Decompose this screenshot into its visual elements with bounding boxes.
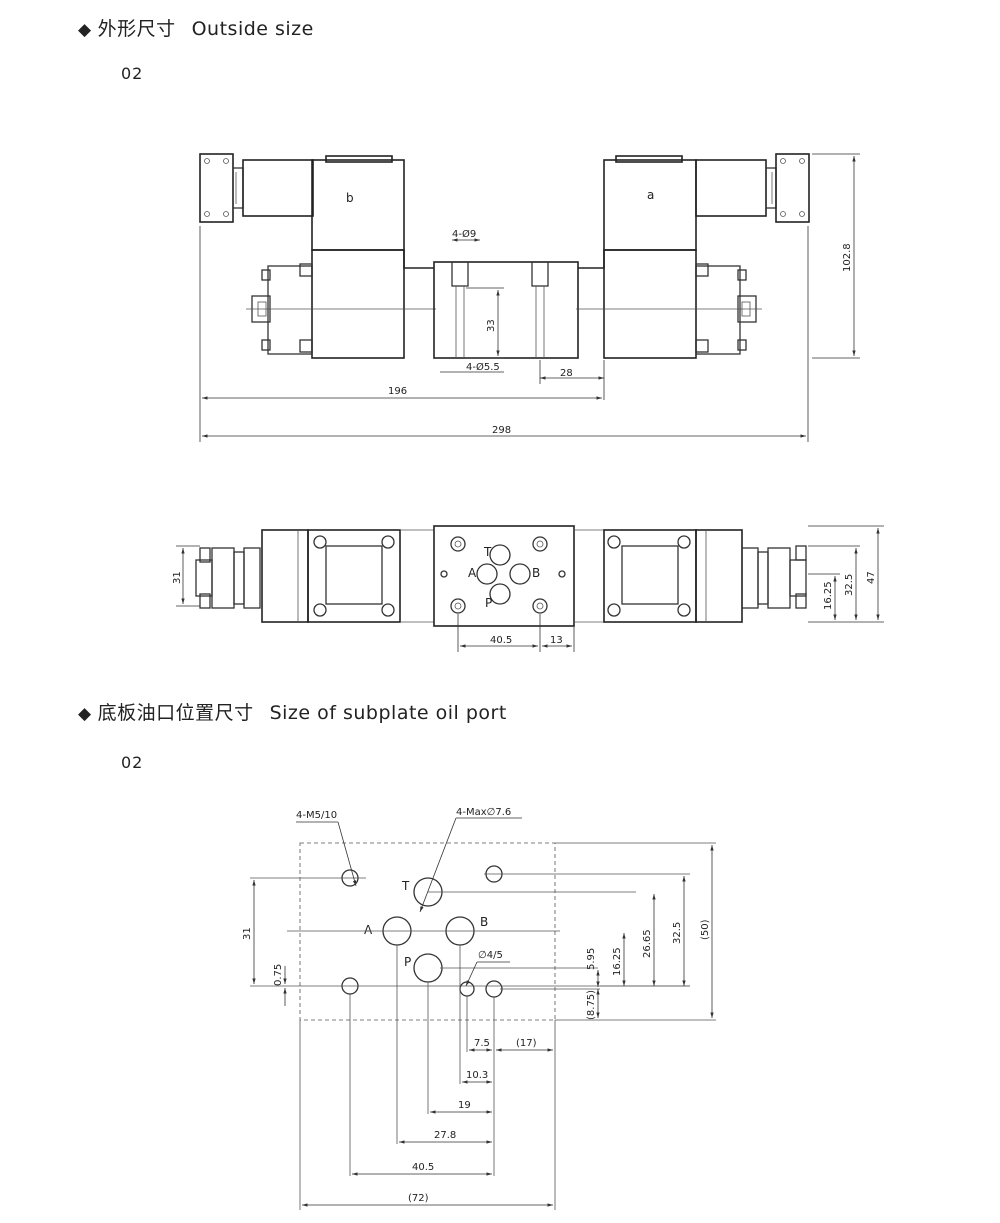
dim-13: 13: [550, 635, 563, 646]
connector-plug-left: [199, 153, 234, 223]
subplate-view: T A B P 4-M5/10 4-Max∅7.6 ∅4/5 31 0.75 5…: [242, 807, 716, 1210]
dim-72: (72): [408, 1193, 429, 1204]
dim-27-8: 27.8: [434, 1130, 456, 1141]
port-label-t: T: [483, 545, 492, 559]
label-port-dia: 4-Max∅7.6: [456, 807, 511, 818]
screw-hole: [485, 980, 503, 998]
dim-17: (17): [516, 1038, 537, 1049]
dim-8-75: (8.75): [586, 990, 597, 1020]
port-p: [413, 953, 443, 983]
dim-7-5: 7.5: [474, 1038, 490, 1049]
title-en: Size of subplate oil port: [269, 702, 507, 724]
title-cn: 外形尺寸: [97, 18, 176, 40]
connector-plug-right: [775, 153, 810, 223]
dim-body-height: 33: [486, 319, 497, 332]
solenoid-coil-b: [311, 159, 405, 251]
dim-32-5: 32.5: [844, 574, 855, 596]
solenoid-coil-a: [603, 159, 697, 251]
port-label-a: A: [468, 566, 477, 580]
dim-width: 31: [172, 571, 183, 584]
diamond-bullet-icon: ◆: [78, 704, 92, 724]
dim-5-95: 5.95: [586, 948, 597, 970]
dim-16-25: 16.25: [823, 581, 834, 610]
section-title-outside-size: ◆外形尺寸 Outside size: [78, 14, 314, 41]
valve-body: [433, 261, 579, 359]
dim-hole-bottom: 4-Ø5.5: [466, 361, 500, 373]
title-en: Outside size: [191, 18, 314, 40]
front-view: b a 102.8 4-Ø9 33 4-Ø5.5 28 196 298: [199, 153, 860, 442]
port-label-p: P: [485, 596, 492, 610]
port-label-b: B: [532, 566, 540, 580]
coil-label-a: a: [647, 188, 654, 202]
dim-32-5: 32.5: [672, 922, 683, 944]
dim-10-3: 10.3: [466, 1070, 488, 1081]
dim-16-25: 16.25: [612, 947, 623, 976]
top-view: T A B P 31 16.25 32.5 47: [172, 525, 884, 652]
coil-label-b: b: [346, 191, 354, 205]
dim-31: 31: [242, 927, 253, 940]
dim-50: (50): [700, 919, 711, 940]
section-title-subplate-size: ◆底板油口位置尺寸 Size of subplate oil port: [78, 698, 507, 725]
dim-hole-top: 4-Ø9: [452, 228, 476, 240]
dim-half-length: 196: [388, 386, 407, 397]
dim-47: 47: [866, 571, 877, 584]
model-number: 02: [121, 64, 144, 83]
subplate-outline: [299, 842, 556, 1021]
dim-40-5: 40.5: [490, 635, 512, 646]
dim-19: 19: [458, 1100, 471, 1111]
dim-offset: 28: [560, 368, 573, 379]
port-label-a: A: [364, 923, 373, 937]
valve-body-top: [433, 525, 575, 627]
dim-40-5: 40.5: [412, 1162, 434, 1173]
label-pin: ∅4/5: [478, 950, 503, 961]
dim-total-length: 298: [492, 425, 511, 436]
dim-height: 102.8: [842, 243, 853, 272]
port-label-p: P: [404, 955, 411, 969]
model-number: 02: [121, 753, 144, 772]
title-cn: 底板油口位置尺寸: [97, 702, 254, 724]
port-label-b: B: [480, 915, 488, 929]
port-label-t: T: [401, 879, 410, 893]
diamond-bullet-icon: ◆: [78, 20, 92, 40]
label-screw: 4-M5/10: [296, 810, 337, 821]
dim-26-65: 26.65: [642, 929, 653, 958]
dim-0-75: 0.75: [273, 964, 284, 986]
